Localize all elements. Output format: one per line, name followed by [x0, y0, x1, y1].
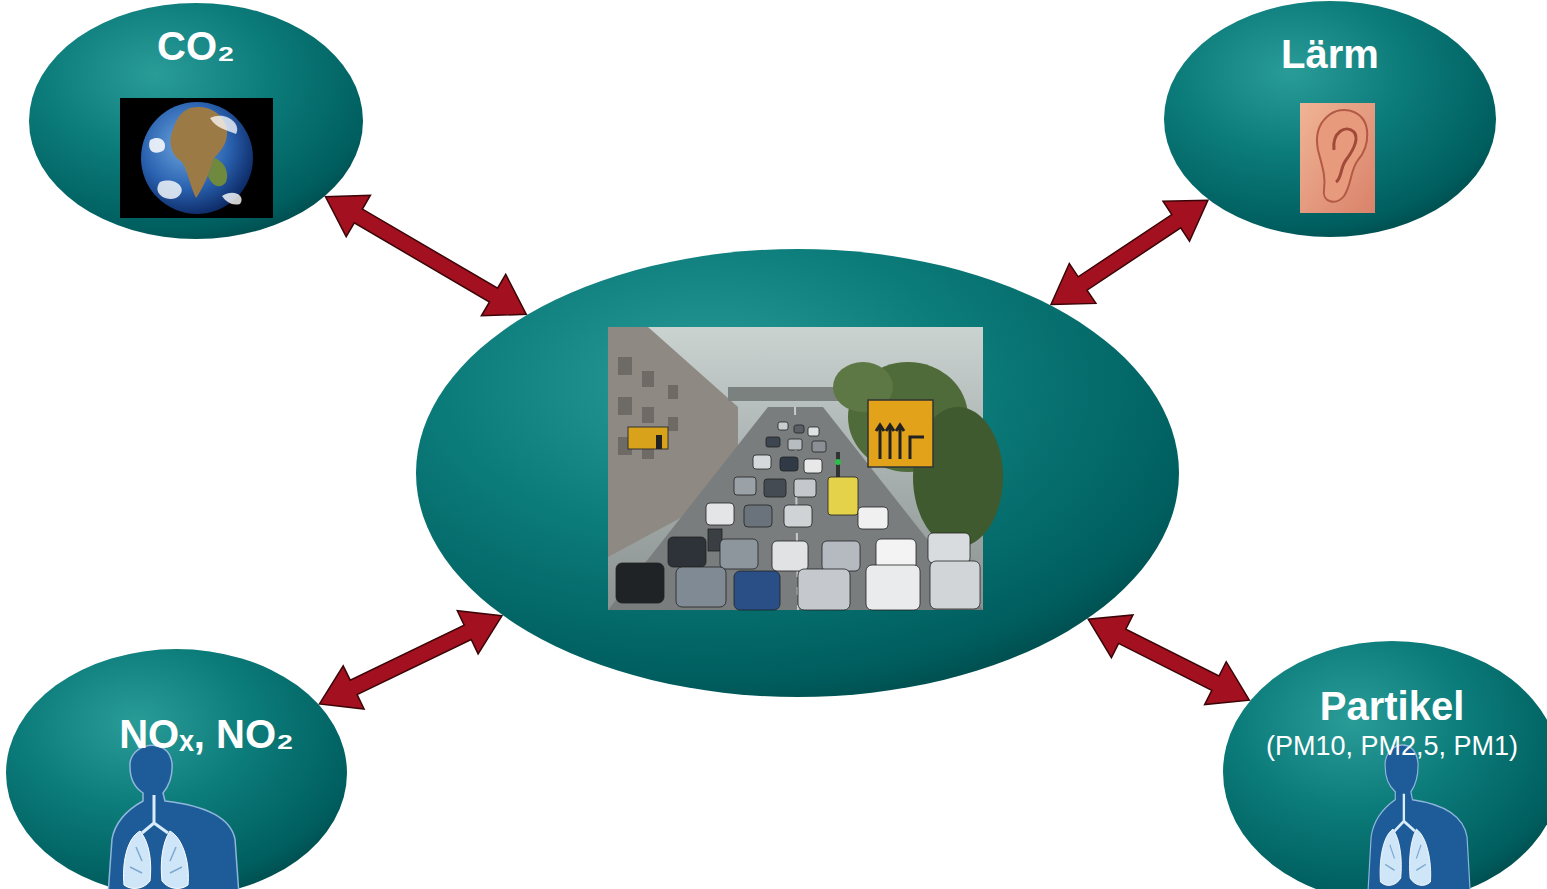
ellipse-shape: [1222, 640, 1547, 889]
ellipse-outline: [416, 249, 1179, 697]
ellipse-outline: [1223, 641, 1547, 889]
node-heading: Lärm: [1281, 30, 1379, 78]
ellipse-outline: [6, 649, 347, 889]
double-arrow: [1051, 200, 1208, 304]
node-body: (PM10, PM2,5, PM1): [1266, 730, 1518, 762]
arrow-shape: [1051, 200, 1208, 304]
node-text-group: Lärm: [1163, 0, 1497, 78]
ellipse-node: Lärm: [1163, 0, 1497, 238]
ellipse-shape: [5, 648, 348, 889]
ellipse-node: NOₓ, NO₂: [5, 648, 348, 889]
arrow-shape: [320, 611, 502, 709]
ellipse-node: CO₂: [28, 2, 364, 240]
ellipse-node: [415, 248, 1180, 698]
node-text-group: NOₓ, NO₂: [5, 648, 348, 758]
ellipse-outline: [1164, 1, 1496, 237]
double-arrow: [320, 611, 502, 709]
ellipse-shape: [415, 248, 1180, 698]
node-heading: CO₂: [157, 22, 235, 70]
double-arrow: [326, 195, 527, 315]
double-arrow: [1088, 615, 1249, 705]
node-text-group: Partikel(PM10, PM2,5, PM1): [1222, 640, 1547, 762]
arrow-shape: [1088, 615, 1249, 705]
arrow-shape: [326, 195, 527, 315]
ellipse-outline: [29, 3, 363, 239]
ellipse-node: Partikel(PM10, PM2,5, PM1): [1222, 640, 1547, 889]
node-text-group: CO₂: [28, 2, 364, 70]
node-heading: NOₓ, NO₂: [119, 710, 294, 758]
node-heading: Partikel: [1320, 682, 1465, 730]
